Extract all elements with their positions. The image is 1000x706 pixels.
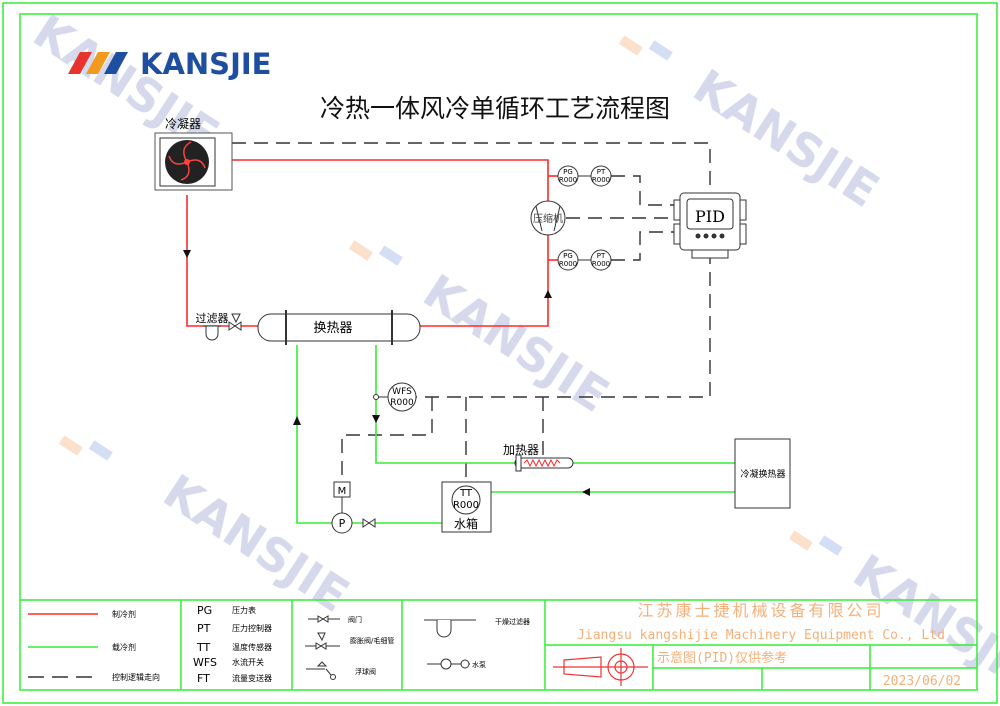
company-name-en: Jiangsu kangshijie Machinery Equipment C… <box>577 628 945 643</box>
legend-label: 膨胀阀/毛细管 <box>350 636 394 645</box>
legend-label: 干燥过滤器 <box>495 617 530 626</box>
wfs-switch[interactable]: WFS R000 <box>373 382 417 412</box>
legend-grid <box>20 599 977 690</box>
float-valve-icon <box>316 661 328 667</box>
watermark: KANSJIE <box>154 464 358 623</box>
pid-controller[interactable]: PID <box>673 192 747 259</box>
abbr-desc: 流量变送器 <box>232 673 272 683</box>
company-name-cn: 江苏康士捷机械设备有限公司 <box>637 601 884 620</box>
legend-label: 浮球阀 <box>355 667 376 676</box>
instrument-id: R000 <box>559 176 577 184</box>
control-lines <box>232 142 711 484</box>
tank-label: 水箱 <box>454 516 478 531</box>
abbr-code: FT <box>197 672 210 685</box>
legend-lines: 制冷剂 载冷剂 控制逻辑走向 <box>28 609 160 682</box>
logo-text: KANSJIE <box>140 47 271 81</box>
pump[interactable]: M P <box>331 481 353 534</box>
abbr-code: PG <box>197 604 212 617</box>
abbr-desc: 压力表 <box>232 605 256 615</box>
water-tank[interactable]: TT R000 水箱 <box>441 481 492 533</box>
title-block: 江苏康士捷机械设备有限公司 Jiangsu kangshijie Machine… <box>553 601 961 689</box>
abbr-code: WFS <box>193 656 217 669</box>
legend-label: 水泵 <box>472 660 486 669</box>
valve-icon[interactable] <box>362 518 376 528</box>
projection-symbol-icon <box>553 648 648 686</box>
heater-label: 加热器 <box>503 443 539 457</box>
instrument-id: R000 <box>592 260 610 268</box>
filter[interactable]: 过滤器 <box>196 312 229 341</box>
compressor-label: 压缩机 <box>533 212 563 225</box>
disclaimer-note: 示意图(PID)仅供参考 <box>657 650 787 666</box>
abbr-code: TT <box>196 641 211 654</box>
flow-arrow-icon <box>582 488 590 496</box>
pid-label: PID <box>695 207 725 226</box>
instrument-tag: PT <box>597 168 606 176</box>
legend-label: 制冷剂 <box>112 609 136 619</box>
expansion-valve-icon[interactable] <box>228 313 242 331</box>
motor-label: M <box>338 486 347 497</box>
heat-exchanger-label: 换热器 <box>313 321 352 336</box>
legend-symbols: 阀门 膨胀阀/毛细管 浮球阀 干燥过滤器 水泵 <box>305 615 530 680</box>
drawing-date: 2023/06/02 <box>883 674 961 689</box>
abbr-desc: 压力控制器 <box>232 623 272 633</box>
instrument-tag: PT <box>597 252 606 260</box>
condensing-exchanger-label: 冷凝换热器 <box>740 468 785 480</box>
flow-arrow-icon <box>183 250 191 258</box>
instrument-id: R000 <box>453 500 479 511</box>
instrument-id: R000 <box>390 398 414 408</box>
instrument-tag: PG <box>563 252 573 260</box>
legend-label: 控制逻辑走向 <box>112 672 160 682</box>
inner-border <box>19 13 978 691</box>
flow-arrow-icon <box>372 415 380 423</box>
condenser-label: 冷凝器 <box>165 116 201 131</box>
instrument-tag: TT <box>459 488 473 499</box>
condenser[interactable]: 冷凝器 <box>154 116 233 191</box>
dryer-filter-icon <box>436 620 452 638</box>
motor-icon <box>460 659 470 669</box>
pump-label: P <box>339 517 346 530</box>
condensing-heat-exchanger[interactable]: 冷凝换热器 <box>734 438 791 509</box>
legend-abbreviations: PG PT TT WFS FT 压力表 压力控制器 温度传感器 水流开关 流量变… <box>193 604 272 685</box>
pump-icon <box>440 658 452 670</box>
valve-icon <box>317 615 329 623</box>
instrument-id: R000 <box>559 260 577 268</box>
watermark: KANSJIE <box>414 264 618 423</box>
instrument-id: R000 <box>592 176 610 184</box>
legend-label: 阀门 <box>348 615 362 624</box>
logo: KANSJIE <box>68 47 271 81</box>
instrument-tag: PG <box>563 168 573 176</box>
compressor[interactable]: 压缩机 <box>530 200 566 236</box>
abbr-desc: 温度传感器 <box>232 642 272 652</box>
abbr-code: PT <box>197 622 211 635</box>
filter-label: 过滤器 <box>196 312 229 325</box>
heat-exchanger[interactable]: 换热器 <box>257 310 421 345</box>
legend-label: 载冷剂 <box>112 642 136 652</box>
refrigerant-lines <box>186 159 558 327</box>
expansion-valve-icon <box>315 632 327 650</box>
heater[interactable]: 加热器 <box>503 443 574 472</box>
flow-arrow-icon <box>544 290 552 298</box>
instrument-tag: WFS <box>392 387 412 397</box>
abbr-desc: 水流开关 <box>232 657 264 667</box>
flow-arrow-icon <box>293 416 301 425</box>
diagram-title: 冷热一体风冷单循环工艺流程图 <box>320 94 670 123</box>
